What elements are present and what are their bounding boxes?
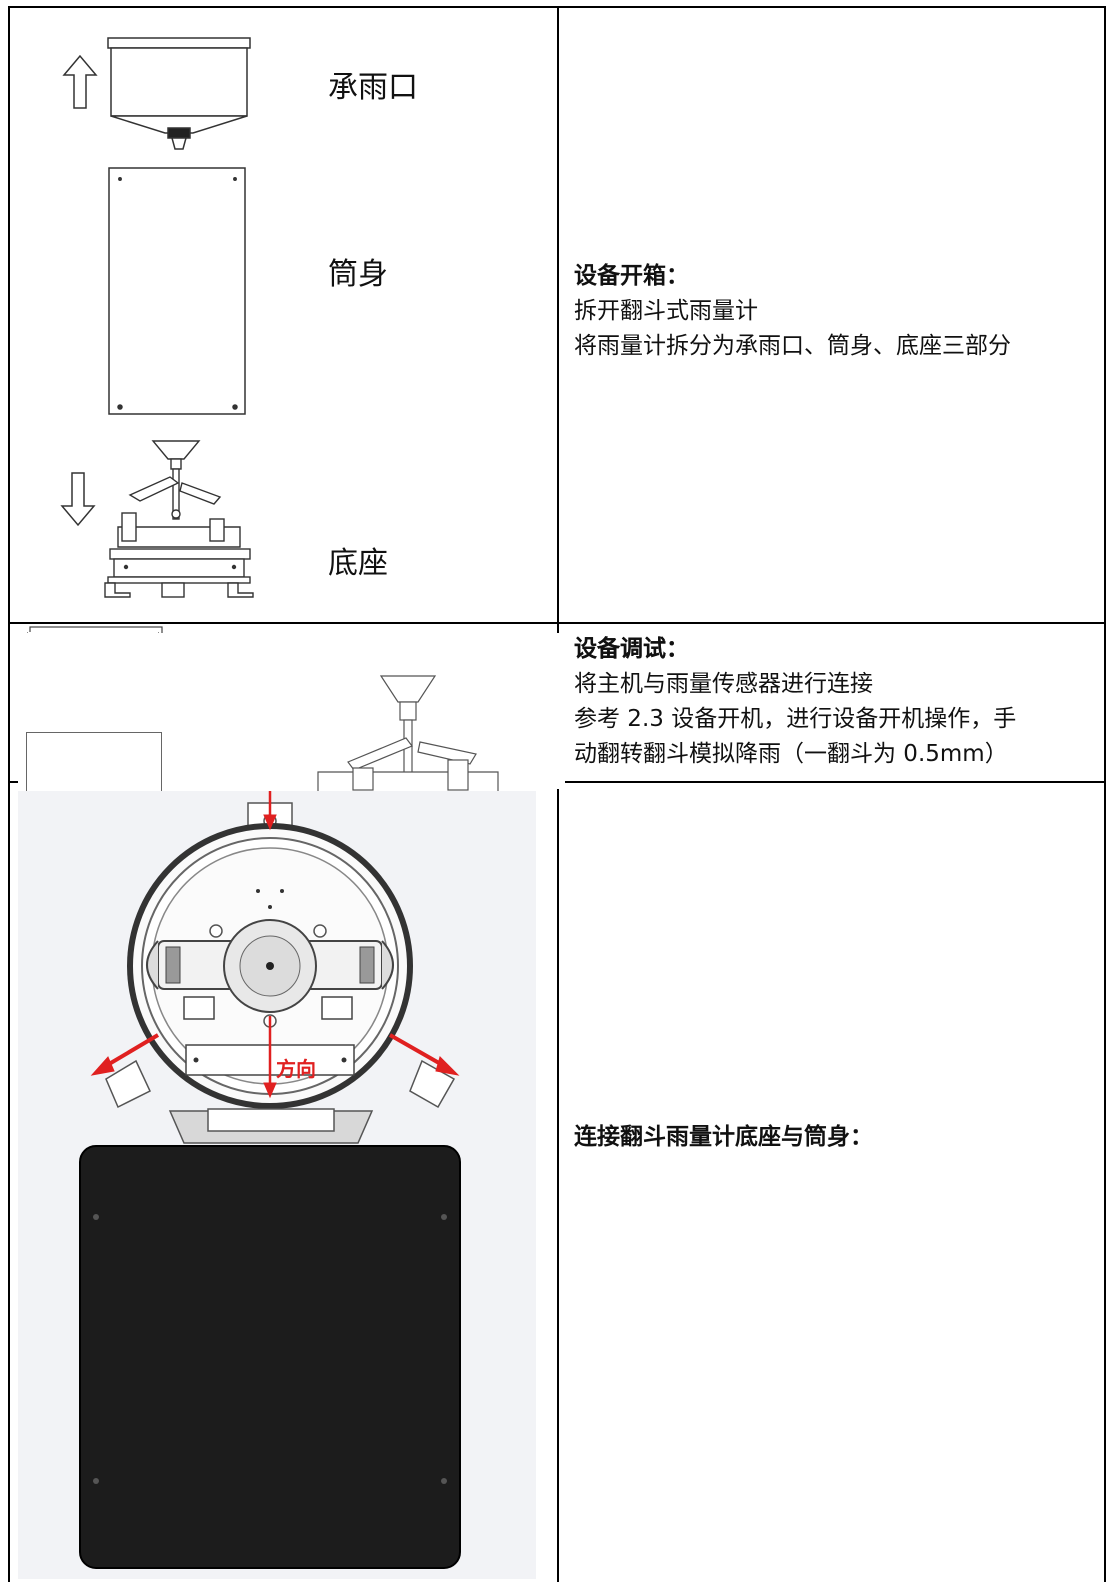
debug-line-2: 参考 2.3 设备开机，进行设备开机操作，手 [574,706,1017,732]
tube-body-label: 筒身 [328,257,388,292]
base-assembly-image: 方向 [18,791,536,1579]
table-border-right [1104,6,1106,1582]
tube-body-drawing [108,167,246,415]
base-label: 底座 [328,546,388,581]
sensor-gauge-drawing [92,675,509,812]
debug-line-3: 动翻转翻斗模拟降雨（一翻斗为 0.5mm） [574,741,1008,767]
debug-heading-text: 设备调试： [574,636,689,662]
unboxing-illustration: 承雨口 筒身 底座 [10,7,557,623]
unboxing-text-cell: 设备开箱： 拆开翻斗式雨量计 将雨量计拆分为承雨口、筒身、底座三部分 [560,7,1106,623]
debug-text-cell: 设备调试： [560,626,1106,782]
table-border-left [8,6,10,1582]
table-column-divider [557,6,559,1582]
up-arrow-icon [62,54,98,109]
table-row-divider-1 [8,622,1106,624]
base-top-view-drawing [18,791,536,1579]
exploded-parts-drawing [60,37,254,598]
unboxing-line-2: 将雨量计拆分为承雨口、筒身、底座三部分 [574,333,1011,359]
base-drawing [104,440,254,598]
connect-text-cell: 连接翻斗雨量计底座与筒身： [560,1120,1106,1420]
debug-line-1: 将主机与雨量传感器进行连接 [574,671,873,697]
down-arrow-icon [60,472,96,527]
rain-collector-label: 承雨口 [328,70,418,105]
direction-label: 方向 [276,1057,316,1081]
connect-heading: 连接翻斗雨量计底座与筒身： [574,1124,873,1150]
rain-collector-drawing [107,37,251,150]
debug-text-block: 设备调试： 将主机与雨量传感器进行连接 参考 2.3 设备开机，进行设备开机操作… [560,632,1106,782]
debug-heading: 设备调试： [574,636,689,662]
unboxing-heading: 设备开箱： [574,263,689,289]
red-arrows-icon [90,791,460,1099]
unboxing-line-1: 拆开翻斗式雨量计 [574,298,758,324]
